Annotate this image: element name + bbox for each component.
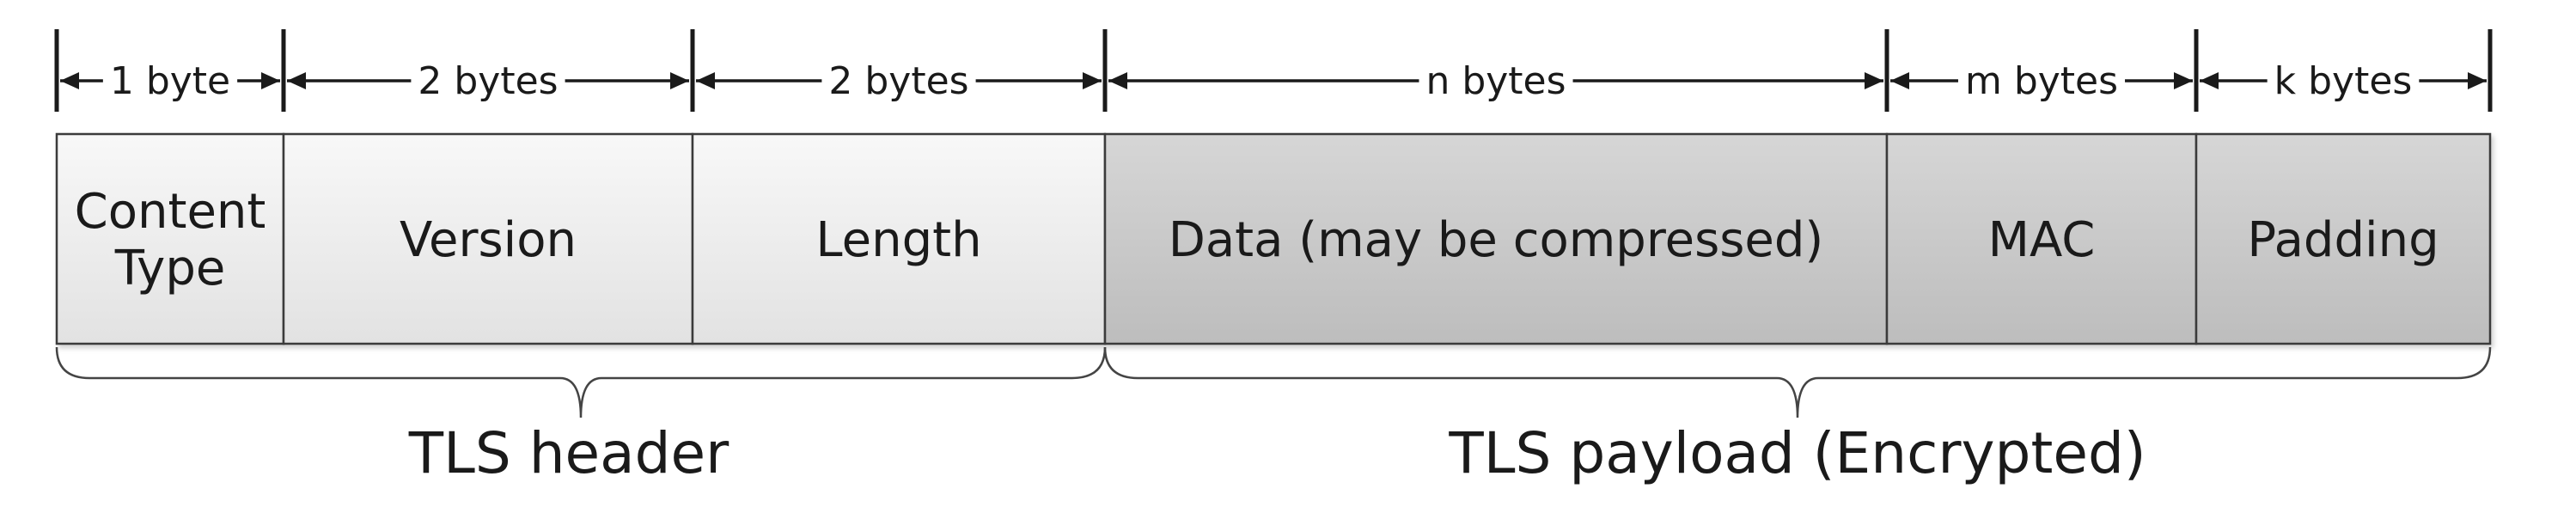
arrowhead-left-icon — [1890, 72, 1909, 89]
arrowhead-right-icon — [1083, 72, 1102, 89]
field-size-label-mac: m bytes — [1965, 59, 2118, 103]
arrowhead-right-icon — [2468, 72, 2487, 89]
field-size-label-version: 2 bytes — [418, 59, 558, 103]
field-cell-version — [282, 132, 694, 345]
brace-payload — [1103, 346, 2492, 418]
brace-header — [55, 346, 1107, 418]
arrowhead-right-icon — [1865, 72, 1883, 89]
arrowhead-right-icon — [261, 72, 280, 89]
group-label-payload: TLS payload (Encrypted) — [1448, 420, 2146, 486]
field-cell-length — [691, 132, 1107, 345]
field-label-padding: Padding — [2247, 212, 2439, 268]
group-label-header: TLS header — [408, 420, 729, 486]
field-label-mac: MAC — [1988, 212, 2096, 268]
arrowhead-left-icon — [2200, 72, 2219, 89]
field-size-label-length: 2 bytes — [828, 59, 968, 103]
arrowhead-left-icon — [287, 72, 306, 89]
group-braces-layer: TLS header TLS payload (Encrypted) — [55, 346, 2492, 486]
arrowhead-right-icon — [2174, 72, 2193, 89]
field-size-label-data: n bytes — [1425, 59, 1566, 103]
field-size-label-padding: k bytes — [2274, 59, 2413, 103]
field-cell-data — [1103, 132, 1889, 345]
field-label-length: Length — [815, 212, 981, 268]
field-cell-mac — [1885, 132, 2198, 345]
arrowhead-right-icon — [670, 72, 689, 89]
size-dimension-layer: 1 byte 2 bytes 2 bytes n bytes m bytes k byte… — [54, 29, 2493, 112]
field-label-content-type: Content — [75, 184, 266, 240]
arrowhead-left-icon — [1108, 72, 1127, 89]
field-label-version: Version — [400, 212, 577, 268]
field-label-data: Data (may be compressed) — [1169, 212, 1824, 268]
field-cells-layer — [55, 132, 2492, 345]
field-cell-content-type — [55, 132, 285, 345]
field-label-content-type: Type — [114, 241, 226, 296]
field-cell-padding — [2194, 132, 2492, 345]
arrowhead-left-icon — [696, 72, 715, 89]
field-size-label-content-type: 1 byte — [110, 59, 230, 103]
arrowhead-left-icon — [60, 72, 79, 89]
